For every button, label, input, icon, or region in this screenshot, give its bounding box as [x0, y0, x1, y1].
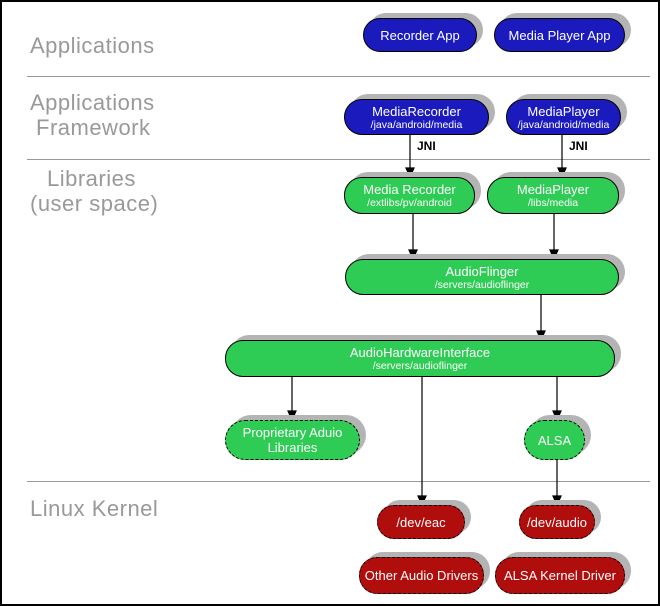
arrow-mediaplayer-fw-to-lib [557, 135, 567, 179]
node-other-audio-drivers: Other Audio Drivers [359, 557, 484, 594]
jni-label-left: JNI [417, 139, 436, 153]
node-sublabel: /java/android/media [517, 118, 610, 131]
divider-applications-framework [27, 76, 650, 77]
jni-label-right: JNI [569, 139, 588, 153]
node-label: MediaPlayer [527, 103, 600, 119]
section-label-libraries: Libraries (user space) [30, 166, 158, 216]
node-sublabel: /java/android/media [370, 118, 463, 131]
divider-libraries-kernel [27, 481, 650, 482]
node-alsa: ALSA [524, 420, 585, 460]
arrow-mediarecorder-lib-to-audioflinger [408, 214, 418, 261]
node-label: AudioFlinger [445, 263, 519, 279]
node-sublabel: /extlibs/pv/android [367, 197, 452, 209]
node-label: ALSA Kernel Driver [504, 568, 616, 583]
node-mediarecorder-framework: MediaRecorder /java/android/media [344, 99, 489, 135]
node-sublabel: /libs/media [527, 197, 579, 209]
node-label: Media Player App [508, 27, 611, 43]
node-sublabel: /servers/audioflinger [372, 360, 468, 372]
section-label-applications: Applications [30, 33, 155, 58]
node-dev-eac: /dev/eac [377, 505, 465, 539]
node-label: Recorder App [380, 27, 460, 43]
node-mediaplayer-lib: MediaPlayer /libs/media [487, 177, 619, 214]
node-label: ALSA [537, 432, 572, 448]
section-label-linux-kernel: Linux Kernel [30, 496, 159, 521]
node-mediaplayer-framework: MediaPlayer /java/android/media [506, 99, 621, 135]
arrow-mediarecorder-fw-to-lib [405, 135, 415, 179]
node-media-player-app: Media Player App [494, 18, 625, 52]
divider-framework-libraries [27, 159, 650, 160]
node-dev-audio: /dev/audio [519, 505, 595, 539]
arrow-alsa-to-dev-audio [552, 460, 562, 507]
node-label: Media Recorder [363, 182, 456, 197]
node-audioflinger: AudioFlinger /servers/audioflinger [345, 259, 619, 295]
section-label-line: Applications [30, 90, 155, 115]
arrow-audioflinger-to-audiohardwareinterface [536, 295, 546, 342]
section-label-line: Framework [36, 115, 151, 140]
node-alsa-kernel-driver: ALSA Kernel Driver [495, 557, 625, 594]
node-label: AudioHardwareInterface [349, 345, 491, 360]
node-label: MediaRecorder [372, 103, 461, 119]
node-label: Libraries [267, 440, 318, 455]
node-label: /dev/audio [527, 514, 587, 530]
node-recorder-app: Recorder App [363, 18, 477, 52]
node-label: Other Audio Drivers [364, 568, 479, 583]
node-label: MediaPlayer [516, 182, 590, 197]
arrow-ahi-to-alsa [552, 377, 562, 422]
node-media-recorder-lib: Media Recorder /extlibs/pv/android [344, 177, 475, 214]
arrow-mediaplayer-lib-to-audioflinger [549, 214, 559, 261]
section-label-applications-framework: Applications Framework [30, 90, 155, 140]
node-proprietary-audio-libraries: Proprietary Aduio Libraries [225, 420, 360, 460]
node-label: /dev/eac [396, 514, 446, 530]
section-label-line: (user space) [30, 191, 159, 216]
arrow-ahi-to-proprietary-libraries [287, 377, 297, 422]
node-sublabel: /servers/audioflinger [434, 278, 530, 291]
arrow-ahi-to-dev-eac [417, 377, 427, 507]
section-label-line: Libraries [47, 166, 136, 191]
node-label: Proprietary Aduio [242, 425, 343, 440]
node-audiohardwareinterface: AudioHardwareInterface /servers/audiofli… [225, 340, 615, 377]
